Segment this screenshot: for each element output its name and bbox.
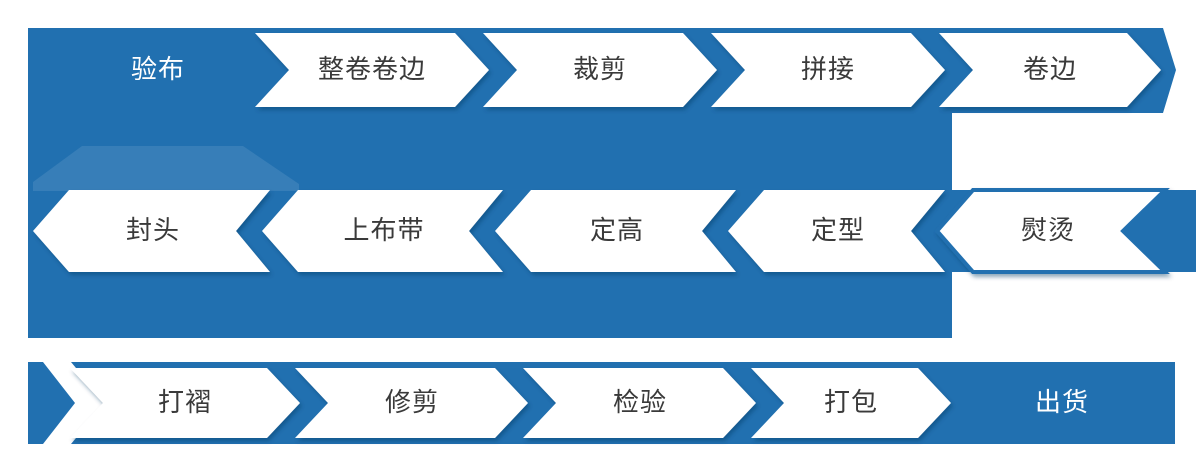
step-caijian: 裁剪 [483,33,717,107]
chevron-shape [939,33,1161,107]
bend-highlight [33,146,299,191]
step-chuhuo: 出货 [1035,388,1089,418]
step-pinjie: 拼接 [711,33,945,107]
step-dabao: 打包 [751,368,951,438]
gap-chevron-row2 [911,190,973,272]
chevron-shape [728,190,945,272]
step-label: 打褶 [158,388,212,418]
step-label: 打包 [824,388,878,418]
step-dingxing: 定型 [728,190,945,272]
step-label: 定高 [590,216,644,246]
step-yanbu: 验布 [131,55,185,85]
step-yuntang: 熨烫 [934,188,1196,274]
chevron-shape [262,190,503,272]
step-fengtou: 封头 [33,190,270,272]
chevron-shape [483,33,717,107]
chevron-shape [523,368,756,438]
step-jianyan: 检验 [523,368,756,438]
step-label: 卷边 [1023,55,1077,85]
step-label: 裁剪 [573,55,627,85]
chevron-shape [70,368,300,438]
step-label: 验布 [131,55,185,85]
chevron-shape [33,190,270,272]
step-label: 上布带 [343,216,424,246]
step-shangbudai: 上布带 [262,190,503,272]
step-label: 检验 [613,388,667,418]
step-label: 整卷卷边 [318,55,426,85]
step-zhengjuanjuanbian: 整卷卷边 [255,33,489,107]
step-juanbian: 卷边 [939,33,1161,107]
step-label: 熨烫 [1021,216,1075,246]
chevron-shape [711,33,945,107]
flow-lead-chevron [28,362,75,444]
step-label: 封头 [126,216,180,246]
step-dinggao: 定高 [495,190,736,272]
chevron-shape [751,368,951,438]
step-dazhe: 打褶 [70,368,300,438]
chevron-shape [495,190,736,272]
step-label: 出货 [1035,388,1089,418]
chevron-shape [295,368,528,438]
step-label: 拼接 [801,55,855,85]
chevron-shape [255,33,489,107]
chevron-notch [1123,190,1196,272]
step-xiujian: 修剪 [295,368,528,438]
step-label: 定型 [811,216,865,246]
step-label: 修剪 [385,388,439,418]
